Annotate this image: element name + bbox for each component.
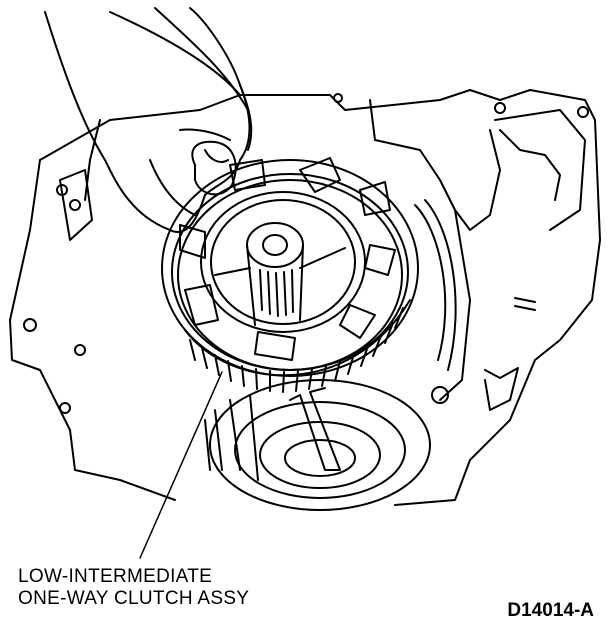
leader-line — [139, 371, 223, 559]
callout-label-line-2: ONE-WAY CLUTCH ASSY — [18, 588, 250, 609]
figure-code: D14014-A — [507, 600, 594, 621]
one-way-clutch-assembly — [161, 157, 419, 393]
hand-illustration — [44, 7, 253, 233]
transmission-case — [9, 89, 601, 506]
callout-label-line-1: LOW-INTERMEDIATE — [18, 566, 213, 587]
lower-drum — [204, 379, 431, 511]
